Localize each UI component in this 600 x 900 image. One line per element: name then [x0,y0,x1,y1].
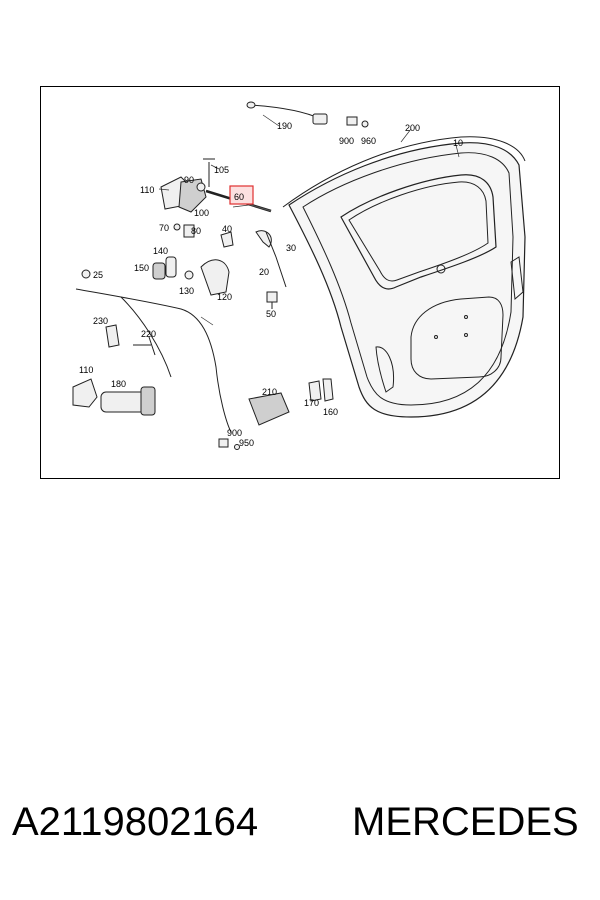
callout-label: 70 [159,223,169,233]
callout-label: 140 [153,246,168,256]
callout-label: 30 [286,243,296,253]
callout-label: 900 [227,428,242,438]
highlight-box-part-60[interactable] [229,185,254,205]
striker-part-160[interactable] [322,378,334,402]
callout-label: 120 [217,292,232,302]
clip-part-900-lower[interactable] [218,438,229,448]
lever-part-20[interactable] [265,231,287,288]
part-number: A2119802164 [12,800,259,844]
callout-label: 130 [179,286,194,296]
callout-label: 180 [111,379,126,389]
leader-lines [158,114,460,208]
nut-part-90[interactable] [196,182,206,192]
release-cable-part-190[interactable] [246,101,328,125]
callout-label: 220 [141,329,156,339]
callout-label: 80 [191,226,201,236]
connector-part-220[interactable] [133,336,156,356]
tailgate-seal-part-200[interactable] [282,136,526,208]
brand-name: MERCEDES [352,800,579,844]
clip-part-950-lower[interactable] [234,444,240,450]
callout-label: 210 [262,387,277,397]
callout-label: 150 [134,263,149,273]
callout-label: 40 [222,224,232,234]
callout-label: 950 [239,438,254,448]
actuator-part-120[interactable] [200,259,230,296]
footer: A2119802164 MERCEDES [0,800,600,860]
callout-label: 50 [266,309,276,319]
callout-label: 160 [323,407,338,417]
nut-part-70[interactable] [173,223,181,231]
callout-label: 190 [277,121,292,131]
fastener-part-130[interactable] [184,270,194,280]
exploded-parts-diagram: 190 900 960 200 10 105 90 110 60 100 70 … [72,101,526,450]
latch-part-170[interactable] [308,380,322,402]
callout-label-highlighted: 60 [234,192,244,202]
control-module-part-210[interactable] [248,392,290,426]
grommet-part-25[interactable] [81,269,91,279]
callout-label: 170 [304,398,319,408]
callout-label: 90 [184,175,194,185]
callout-label: 110 [140,185,154,195]
callout-labels: 190 900 960 200 10 105 90 110 60 100 70 … [79,121,463,448]
callout-label: 105 [214,165,229,175]
callout-label: 100 [194,208,209,218]
tailgate-part-10[interactable] [288,142,526,418]
lock-motor-part-180[interactable] [100,386,156,416]
callout-label: 900 [339,136,354,146]
callout-label: 10 [453,138,463,148]
callout-label: 200 [405,123,420,133]
callout-label: 960 [361,136,376,146]
diagram-frame: 190 900 960 200 10 105 90 110 60 100 70 … [40,86,560,479]
clip-part-960[interactable] [361,120,369,128]
callout-label: 20 [259,267,269,277]
connector-part-230[interactable] [105,324,120,348]
bolt-part-80[interactable] [183,224,195,238]
callout-label: 230 [93,316,108,326]
bracket-part-40[interactable] [220,231,234,248]
wiring-harness[interactable] [75,288,232,433]
cover-part-110-lower[interactable] [72,378,98,408]
callout-label: 25 [93,270,103,280]
screw-part-105[interactable] [203,158,215,187]
switch-part-150[interactable] [152,262,166,280]
callout-label: 110 [79,365,93,375]
clip-part-900[interactable] [346,116,358,126]
switch-part-140[interactable] [165,256,177,278]
bolt-part-50[interactable] [266,291,278,309]
